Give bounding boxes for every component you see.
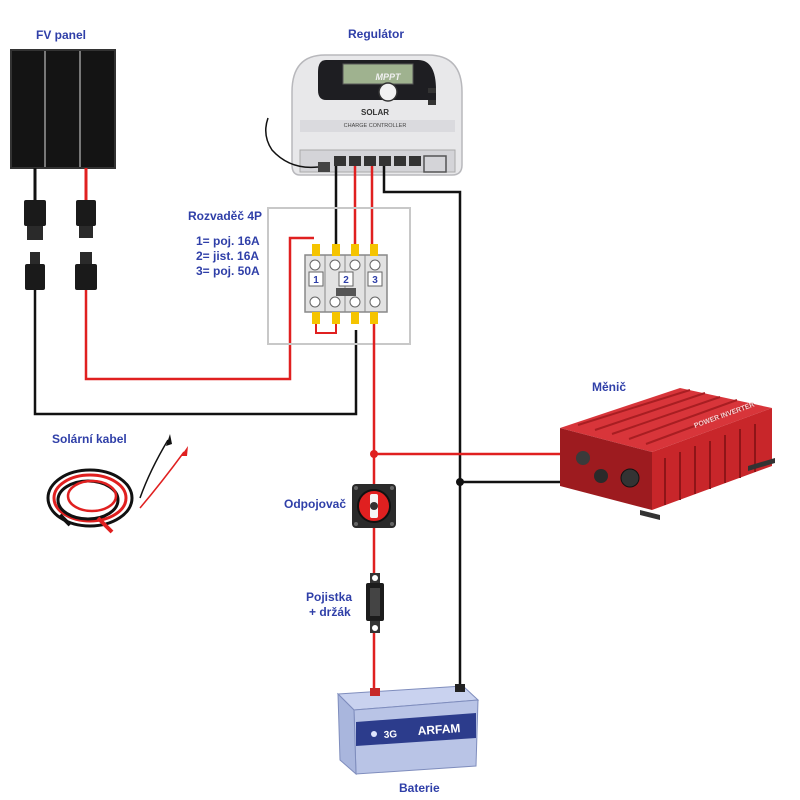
battery-logo-text: 3G [383,729,397,741]
regulator-brand-text: SOLAR [361,108,389,117]
distribution-box-label: Rozvaděč 4P [188,209,263,223]
mc4-connector-negative-upper [24,200,46,240]
regulator-sub-text: CHARGE CONTROLLER [344,123,407,129]
legend-line-3: 3= poj. 50A [196,264,260,278]
legend-line-1: 1= poj. 16A [196,234,260,248]
cable-arrows [139,434,188,509]
pv-panel-label: FV panel [36,28,87,42]
regulator-label: Regulátor [348,27,405,41]
mc4-connector-positive-lower [75,252,97,290]
regulator-display-text: MPPT [375,72,402,82]
mc4-connector-positive-upper [76,200,96,238]
distribution-box [304,254,388,313]
solar-cable-coil [46,468,134,534]
solar-cable-label: Solární kabel [52,432,127,446]
switch-slot-3: 3 [372,275,378,286]
inverter-label: Měnič [592,380,627,394]
battery-label: Baterie [399,781,440,795]
solar-panel [10,49,116,169]
battery-disconnector [352,484,396,528]
legend-line-2: 2= jist. 16A [196,249,260,263]
fuse-label-line-2: + držák [309,605,351,619]
battery-brand-text: ARFAM [417,721,461,738]
fuse-label-line-1: Pojistka [306,590,353,604]
mppt-regulator [291,54,463,176]
switch-slot-1: 1 [313,275,319,286]
fuse-holder [366,573,384,633]
switch-slot-2: 2 [343,275,349,286]
terminals-bottom [312,312,378,324]
distribution-box-frame [267,207,411,345]
terminals-top [312,244,378,256]
disconnector-label: Odpojovač [284,497,347,511]
power-inverter [560,388,775,520]
battery [336,684,480,776]
mc4-connector-negative-lower [25,252,45,290]
